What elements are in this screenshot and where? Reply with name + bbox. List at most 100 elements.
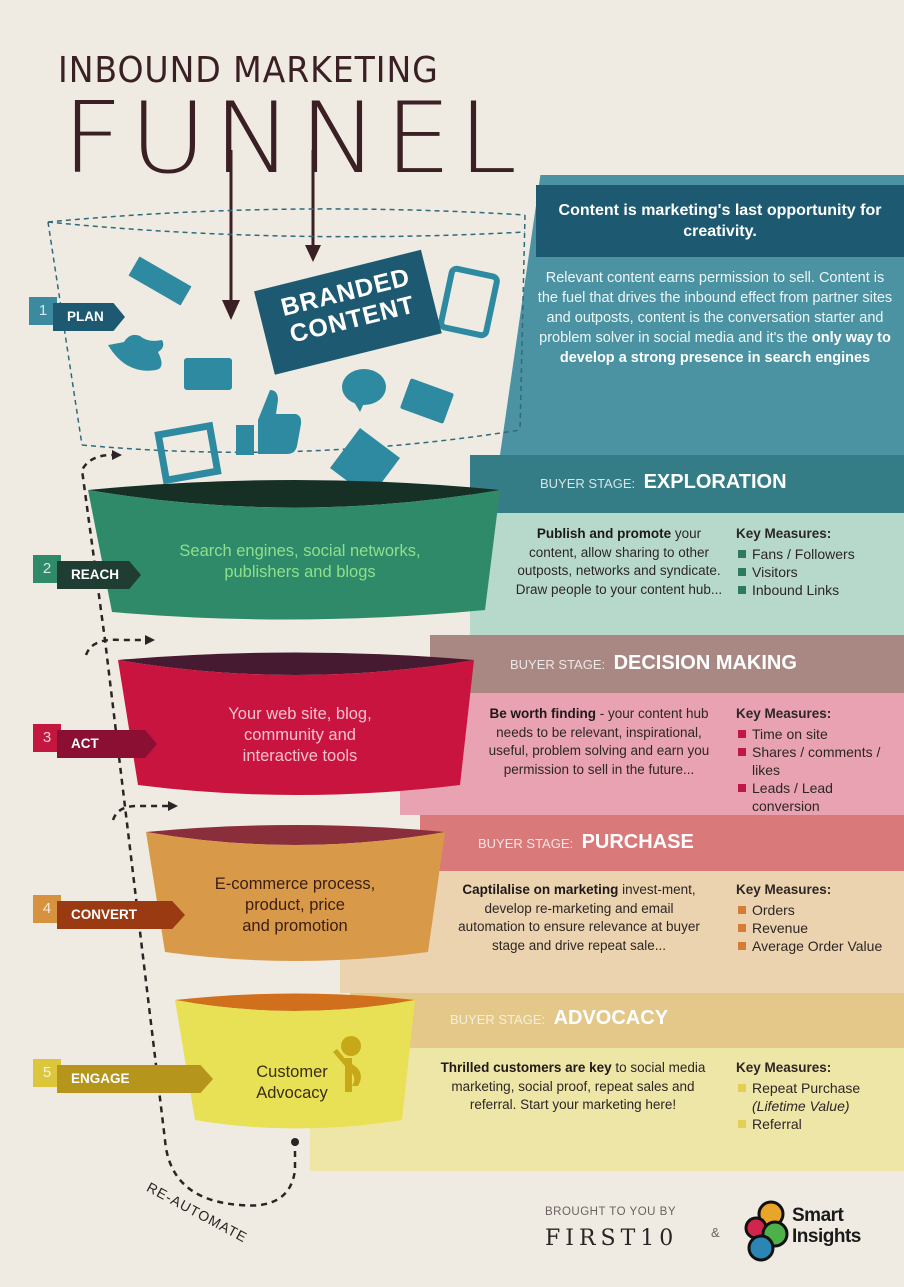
- measure-item: Visitors: [736, 563, 896, 581]
- stage-description: Publish and promote your content, allow …: [514, 525, 724, 599]
- desc-bold: Be worth finding: [489, 706, 596, 721]
- measure-text: Inbound Links: [752, 581, 840, 598]
- bullet-square-icon: [738, 1083, 746, 1092]
- re-automate-loop-arrow: [80, 453, 297, 1207]
- bullet-square-icon: [738, 905, 746, 914]
- bullet-square-icon: [738, 747, 746, 756]
- stage-header: [420, 815, 904, 871]
- stage-label: BUYER STAGE:: [478, 836, 574, 851]
- bullet-square-icon: [738, 585, 746, 594]
- key-measures: Key Measures: Repeat Purchase(Lifetime V…: [736, 1059, 901, 1133]
- plan-funnel-outline: [47, 208, 526, 454]
- smart-line: Smart: [792, 1205, 844, 1226]
- tier-reach-text: Search engines, social networks, publish…: [135, 541, 465, 583]
- key-measures-title: Key Measures:: [736, 1060, 832, 1075]
- desc-bold: Publish and promote: [536, 526, 672, 541]
- stage-name: PURCHASE: [581, 831, 694, 853]
- intro-body-plain: Relevant content earns permission to sel…: [537, 270, 893, 346]
- key-measures-title: Key Measures:: [736, 706, 832, 721]
- thumbs-up-icon: [236, 390, 302, 455]
- stage-body-bg: [470, 513, 904, 635]
- bullet-square-icon: [738, 549, 746, 558]
- measure-item: Fans / Followers: [736, 545, 896, 563]
- insights-line: Insights: [792, 1226, 861, 1247]
- advocate-figure-icon: [333, 1036, 361, 1092]
- first10-logo: FIRST10: [545, 1226, 679, 1251]
- desc-rest: to social media marketing, social proof,…: [451, 1060, 706, 1112]
- smart-insights-wordmark: Smart Insights: [792, 1205, 861, 1247]
- measure-item: Shares / comments / likes: [736, 743, 896, 779]
- step-number: 2: [33, 555, 61, 583]
- measure-text: Leads / Lead conversion: [752, 779, 833, 814]
- step-label: ENGAGE: [57, 1065, 213, 1093]
- tier-line: E-commerce process,: [214, 875, 376, 893]
- key-measures-title: Key Measures:: [736, 882, 832, 897]
- step-tag-plan: 1 PLAN: [29, 297, 129, 331]
- measure-item: Revenue: [736, 919, 896, 937]
- ampersand: &: [711, 1225, 720, 1240]
- step-label: ACT: [57, 730, 157, 758]
- stage-header: [470, 455, 904, 513]
- intro-headline: Content is marketing's last opportunity …: [558, 202, 882, 240]
- stage-description: Thrilled customers are key to social med…: [438, 1059, 708, 1115]
- measure-text: Visitors: [752, 563, 798, 580]
- tier-act-text: Your web site, blog, community and inter…: [160, 704, 440, 767]
- step-tag-convert: 4 CONVERT: [33, 895, 193, 929]
- smart-insights-logo-icon: [744, 1200, 789, 1262]
- measure-text: Revenue: [752, 919, 809, 936]
- step-label: CONVERT: [57, 901, 185, 929]
- stage-heading: BUYER STAGE: EXPLORATION: [540, 471, 787, 494]
- measure-text: Orders: [752, 901, 795, 918]
- stage-heading: BUYER STAGE: DECISION MAKING: [510, 652, 797, 675]
- key-measures-title: Key Measures:: [736, 526, 832, 541]
- tier-line: Customer: [256, 1063, 328, 1081]
- step-number: 1: [29, 297, 57, 325]
- desc-bold: Thrilled customers are key: [440, 1060, 612, 1075]
- stage-heading: BUYER STAGE: PURCHASE: [478, 831, 694, 854]
- bullet-square-icon: [738, 1119, 746, 1128]
- measure-text: Fans / Followers: [752, 545, 855, 562]
- measure-item: Average Order Value: [736, 937, 896, 955]
- envelope-icon: [400, 378, 454, 424]
- tier-line: Your web site, blog,: [228, 705, 372, 723]
- stage-name: ADVOCACY: [553, 1007, 669, 1029]
- tier-line: interactive tools: [242, 747, 358, 765]
- tier-line: and promotion: [242, 917, 348, 935]
- measure-text: Time on site: [752, 725, 828, 742]
- measure-text: Repeat Purchase: [752, 1079, 861, 1096]
- clapperboard-icon: [184, 358, 232, 390]
- step-tag-reach: 2 REACH: [33, 555, 143, 589]
- funnel-tier-reach: [88, 480, 500, 620]
- plan-icons: [108, 256, 500, 498]
- title-arrow-icon: [222, 150, 321, 320]
- stage-heading: BUYER STAGE: ADVOCACY: [450, 1007, 668, 1030]
- title-line-1: INBOUND MARKETING: [58, 50, 439, 91]
- measure-item: Referral: [736, 1115, 901, 1133]
- stage-header: [350, 993, 904, 1048]
- tier-line: Search engines, social networks,: [179, 542, 421, 560]
- intro-header-bar: [536, 185, 904, 257]
- step-number: 4: [33, 895, 61, 923]
- desc-rest: invest-ment, develop re-marketing and em…: [458, 882, 700, 953]
- measure-item: Time on site: [736, 725, 896, 743]
- bullet-square-icon: [738, 729, 746, 738]
- funnel-tier-act: [118, 652, 474, 795]
- measure-text: Average Order Value: [752, 937, 883, 954]
- title-line-2: FUNNEL: [62, 82, 524, 196]
- bullet-square-icon: [738, 783, 746, 792]
- tier-line: product, price: [245, 896, 345, 914]
- step-label: PLAN: [53, 303, 125, 331]
- stage-description: Be worth finding - your content hub need…: [484, 705, 714, 779]
- intro-body: Relevant content earns permission to sel…: [535, 268, 895, 368]
- tier-line: Advocacy: [256, 1084, 328, 1102]
- stage-exploration: BUYER STAGE: EXPLORATION Publish and pro…: [470, 455, 904, 635]
- twitter-bird-icon: [108, 334, 164, 371]
- desc-rest: your content, allow sharing to other out…: [515, 526, 723, 597]
- desc-bold: Captilalise on marketing: [462, 882, 619, 897]
- tier-line: community and: [244, 726, 356, 744]
- tablet-icon: [438, 265, 500, 339]
- stage-header: [430, 635, 904, 693]
- measure-item: Orders: [736, 901, 896, 919]
- document-icon: [330, 428, 400, 498]
